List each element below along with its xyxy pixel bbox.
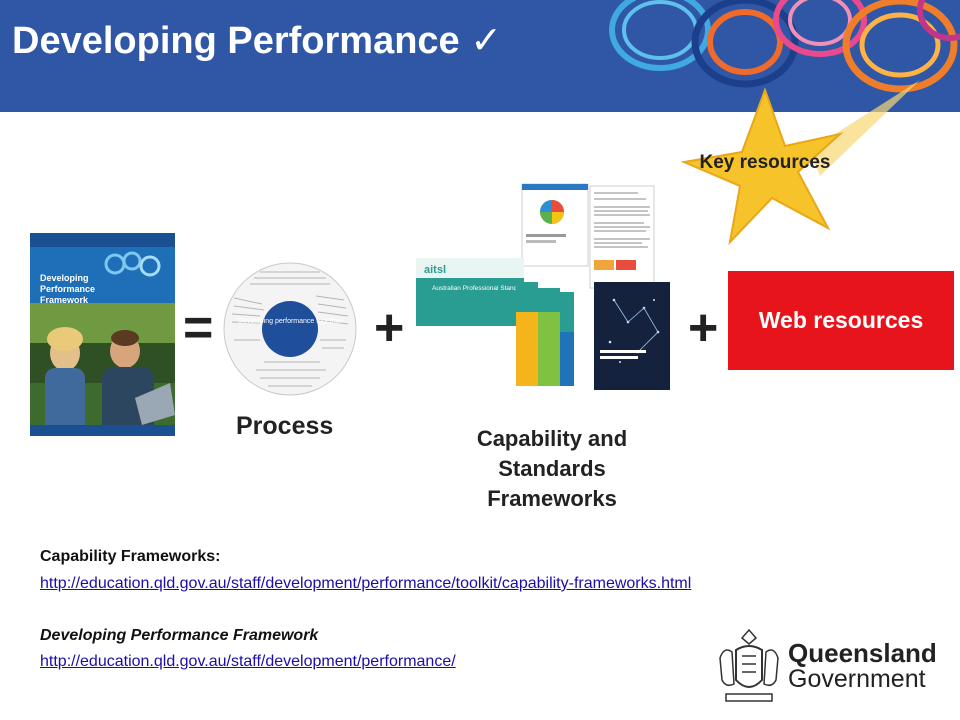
key-resources-star-icon: [680, 80, 920, 246]
web-resources-button[interactable]: Web resources: [728, 271, 954, 370]
capability-frameworks-heading: Capability Frameworks:: [40, 548, 221, 565]
header-banner: Developing Performance ✓: [0, 0, 960, 112]
equals-sign: =: [183, 299, 214, 357]
capability-frameworks-link[interactable]: http://education.qld.gov.au/staff/develo…: [40, 575, 692, 592]
page-title: Developing Performance ✓: [12, 18, 502, 63]
web-resources-label: Web resources: [758, 307, 924, 333]
process-center-text: Developing performance together: [238, 318, 343, 325]
performance-framework-heading: Developing Performance Framework: [40, 627, 319, 644]
aitsl-standards-text: Australian Professional Standards for Te…: [432, 285, 568, 292]
capability-frameworks-label: Capability and Standards Frameworks: [476, 426, 628, 511]
cover-circles-icon: [104, 251, 161, 277]
aitsl-logo-text: aitsl: [424, 264, 446, 276]
process-label: Process: [236, 412, 334, 440]
government-wordmark: Government: [788, 665, 926, 693]
process-diagram: Developing performance together: [223, 262, 357, 396]
process-center-circle: [262, 301, 318, 357]
cover-top-strip: [30, 233, 175, 247]
cover-title: Developing Performance Framework: [40, 273, 96, 305]
title-text: Developing Performance: [12, 20, 460, 62]
performance-framework-link[interactable]: http://education.qld.gov.au/staff/develo…: [40, 653, 456, 670]
framework-cover-image: Developing Performance Framework: [30, 233, 175, 436]
queensland-crest-logo: [719, 628, 779, 702]
key-resources-label: Key resources: [699, 152, 831, 173]
queensland-wordmark: Queensland: [788, 638, 937, 668]
check-icon: ✓: [470, 20, 503, 62]
plus-sign-2: +: [688, 299, 719, 357]
capability-documents-collage: aitsl Australian Professional Standards …: [416, 183, 670, 390]
decorative-scribbles: [609, 0, 960, 93]
plus-sign-1: +: [374, 299, 405, 357]
cover-photo: [30, 303, 175, 436]
